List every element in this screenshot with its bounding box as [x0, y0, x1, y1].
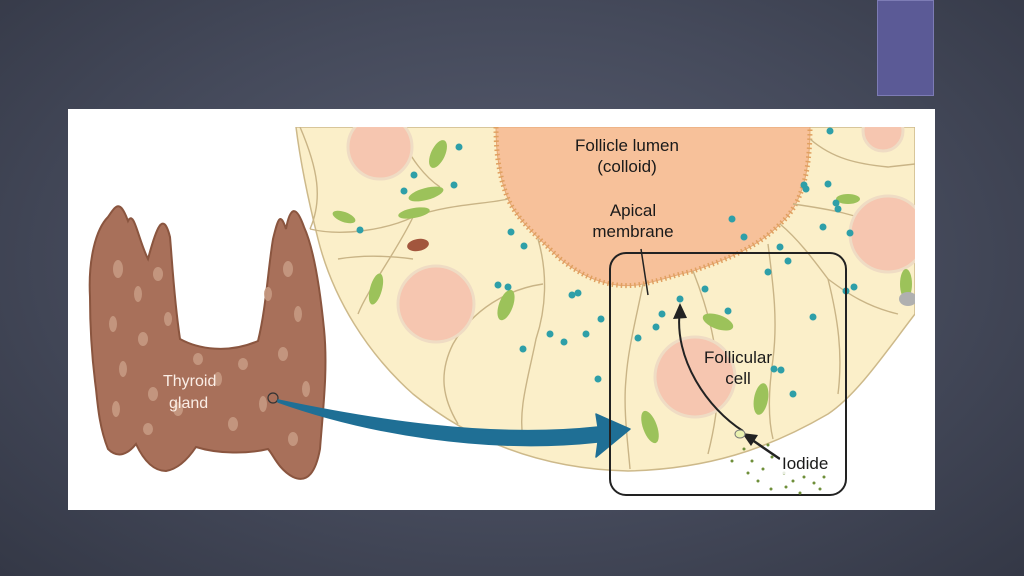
follicular-cell-label: Follicular cell [688, 347, 788, 389]
label-line: cell [725, 369, 751, 388]
arrowhead [673, 303, 687, 319]
grey-body [899, 292, 915, 306]
iodide-transport-arrow [678, 308, 744, 432]
label-line: Follicle lumen [575, 136, 679, 155]
nucleus [396, 264, 476, 344]
follicle-lumen-label: Follicle lumen (colloid) [552, 135, 702, 177]
apical-membrane-label: Apical membrane [578, 200, 688, 242]
nucleus [346, 127, 414, 181]
label-line: Follicular [703, 348, 773, 367]
label-line: gland [169, 395, 209, 412]
thyroid-follicle-figure: Follicle lumen (colloid) Apical membrane… [68, 109, 935, 510]
nucleus [848, 194, 915, 274]
apical-membrane-pointer [640, 248, 649, 296]
pigment-granule [407, 238, 429, 252]
iodide-label: Iodide [780, 453, 831, 474]
label-line: Apical [609, 201, 657, 220]
colloid-granules [356, 127, 858, 398]
label-line: (colloid) [597, 157, 657, 176]
cell-nuclei [346, 127, 915, 419]
arrowhead [742, 433, 758, 446]
label-line: Thyroid [163, 373, 217, 390]
label-line: membrane [592, 222, 674, 241]
figure-canvas [88, 127, 915, 496]
follicle-section [295, 127, 915, 472]
mitochondria-group [332, 140, 912, 444]
iodide-transporter [734, 429, 746, 439]
label-line: Iodide [782, 454, 829, 473]
thyroid-gland-label: Thyroid gland [163, 371, 216, 415]
slide-accent-tab [877, 0, 934, 96]
nucleus [653, 335, 737, 419]
nucleus [861, 127, 905, 153]
cell-boundaries [299, 127, 915, 470]
gland-sample-point [267, 392, 279, 404]
thyroid-gland-shape [88, 205, 327, 480]
zoom-arrow [277, 399, 631, 458]
magnified-cell-box [609, 252, 847, 496]
apical-microvilli [493, 127, 813, 289]
